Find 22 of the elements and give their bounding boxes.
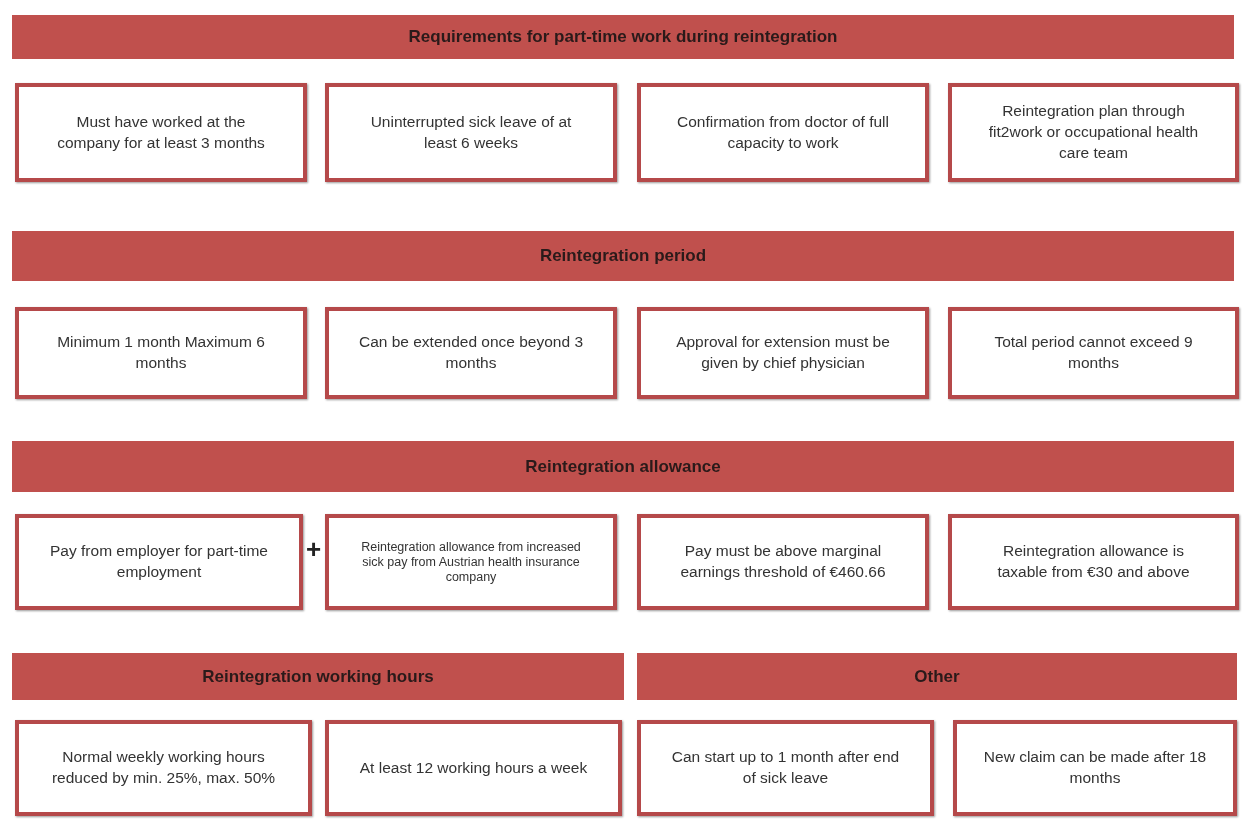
requirement-box: New claim can be made after 18 months: [953, 720, 1237, 816]
requirement-box: Uninterrupted sick leave of at least 6 weeks: [325, 83, 617, 182]
section-header: Other: [637, 653, 1237, 700]
requirement-box: Total period cannot exceed 9 months: [948, 307, 1239, 399]
plus-sign: +: [306, 536, 322, 562]
requirement-box: Normal weekly working hours reduced by min. 25%, max. 50%: [15, 720, 312, 816]
section-header: Reintegration working hours: [12, 653, 624, 700]
requirement-box: Reintegration allowance from increased sick pay from Austrian health insurance company: [325, 514, 617, 610]
requirement-box: Pay from employer for part-time employment: [15, 514, 303, 610]
requirement-box: Confirmation from doctor of full capacity to work: [637, 83, 929, 182]
requirement-box: Reintegration plan through fit2work or occupational health care team: [948, 83, 1239, 182]
section-header: Requirements for part-time work during reintegration: [12, 15, 1234, 59]
requirement-box: Reintegration allowance is taxable from €30 and above: [948, 514, 1239, 610]
requirement-box: Can be extended once beyond 3 months: [325, 307, 617, 399]
requirement-box: Can start up to 1 month after end of sick leave: [637, 720, 934, 816]
section-header: Reintegration period: [12, 231, 1234, 281]
requirement-box: Must have worked at the company for at least 3 months: [15, 83, 307, 182]
requirement-box: Pay must be above marginal earnings threshold of €460.66: [637, 514, 929, 610]
requirement-box: Minimum 1 month Maximum 6 months: [15, 307, 307, 399]
requirement-box: Approval for extension must be given by chief physician: [637, 307, 929, 399]
requirement-box: At least 12 working hours a week: [325, 720, 622, 816]
section-header: Reintegration allowance: [12, 441, 1234, 492]
